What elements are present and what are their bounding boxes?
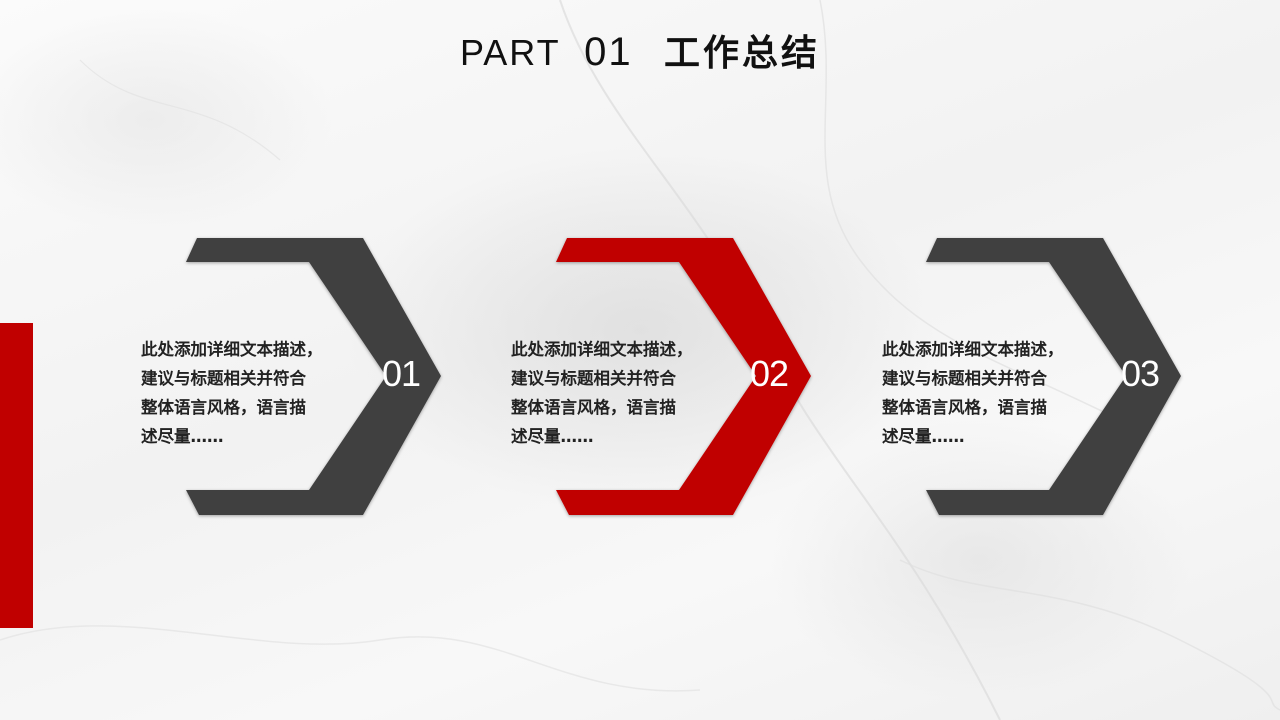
title-number: 01: [584, 30, 633, 74]
title-text: 工作总结: [664, 33, 821, 74]
step-description: 此处添加详细文本描述， 建议与标题相关并符合 整体语言风格，语言描 述尽量……: [511, 340, 693, 446]
step-description: 此处添加详细文本描述， 建议与标题相关并符合 整体语言风格，语言描 述尽量……: [141, 340, 323, 446]
slide-title: PART 01 工作总结: [0, 24, 1280, 76]
step-number: 02: [749, 353, 789, 394]
accent-bar: [0, 323, 33, 628]
step-number: 01: [381, 353, 421, 394]
step-description: 此处添加详细文本描述， 建议与标题相关并符合 整体语言风格，语言描 述尽量……: [882, 340, 1064, 446]
step-number: 03: [1120, 353, 1160, 394]
title-part: PART: [459, 32, 561, 73]
